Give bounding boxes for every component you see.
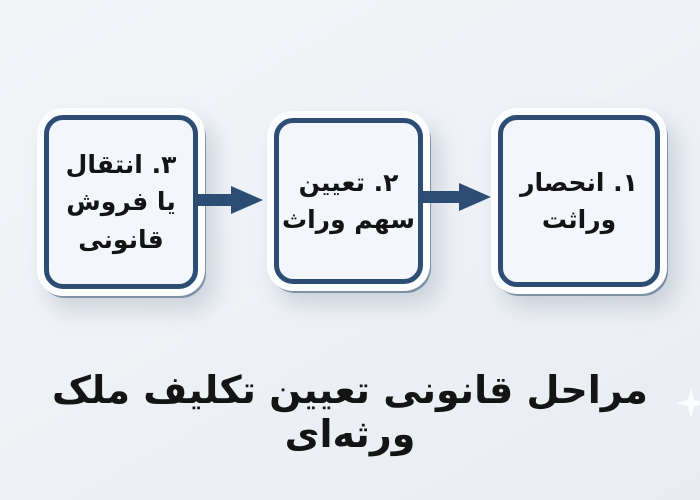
arrow-right-icon (421, 183, 491, 211)
step-box-2-inner: ۲. تعیین سهم وراث (274, 118, 423, 284)
step-box-3-transfer-or-sale: ۳. انتقال یا فروش قانونی (37, 108, 205, 296)
step-3-label: ۳. انتقال یا فروش قانونی (65, 149, 177, 254)
page-title: مراحل قانونی تعیین تکلیف ملک ورثه‌ای (52, 368, 648, 456)
arrow-right-icon (193, 186, 263, 214)
step-box-1-probate: ۱. انحصار وراثت (491, 108, 667, 294)
step-2-label: ۲. تعیین سهم وراث (281, 167, 416, 235)
step-box-3-inner: ۳. انتقال یا فروش قانونی (44, 115, 198, 289)
step-1-label: ۱. انحصار وراثت (520, 167, 638, 235)
step-box-1-inner: ۱. انحصار وراثت (498, 115, 660, 287)
step-box-2-heir-shares: ۲. تعیین سهم وراث (267, 111, 430, 291)
